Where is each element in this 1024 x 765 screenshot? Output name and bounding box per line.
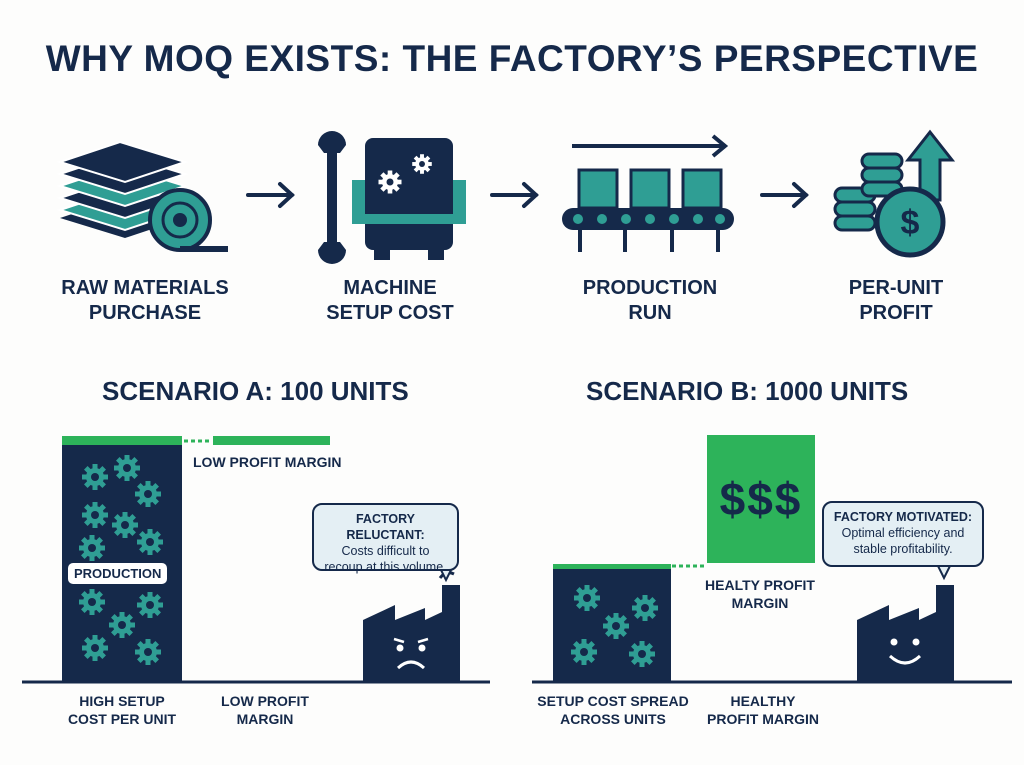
factory-motivated-bubble: FACTORY MOTIVATED: Optimal efficiency an…	[822, 501, 984, 567]
scenario-a-title: SCENARIO A: 100 UNITS	[102, 376, 409, 406]
material-stack-icon	[56, 140, 228, 252]
machine-gear-icon	[318, 131, 466, 264]
conveyor-icon	[562, 134, 734, 252]
profit-bar-a-extended	[213, 436, 330, 445]
profit-block-b	[707, 435, 815, 563]
factory-reluctant-bubble: FACTORY RELUCTANT: Costs difficult to re…	[312, 503, 459, 574]
scenario-b-graphic	[532, 435, 1012, 684]
svg-text:$: $	[901, 204, 920, 242]
sad-factory-icon	[363, 571, 460, 682]
arrow-right-icon	[490, 182, 539, 208]
scenario-b-title: SCENARIO B: 1000 UNITS	[586, 376, 909, 406]
profit-bar-b	[553, 564, 671, 569]
arrow-right-icon	[760, 182, 809, 208]
arrow-right-icon	[246, 182, 295, 208]
production-tag: PRODUCTION	[68, 563, 168, 584]
profit-bar-a	[62, 436, 182, 445]
coins-growth-icon: $	[833, 129, 956, 258]
happy-factory-icon	[857, 585, 954, 682]
process-flow: $	[56, 129, 956, 264]
low-profit-margin-label: LOW PROFIT MARGIN	[193, 454, 342, 470]
page-title: WHY MOQ EXISTS: THE FACTORY’S PERSPECTIV…	[45, 38, 979, 79]
dollar-icon: $$$	[719, 473, 803, 525]
